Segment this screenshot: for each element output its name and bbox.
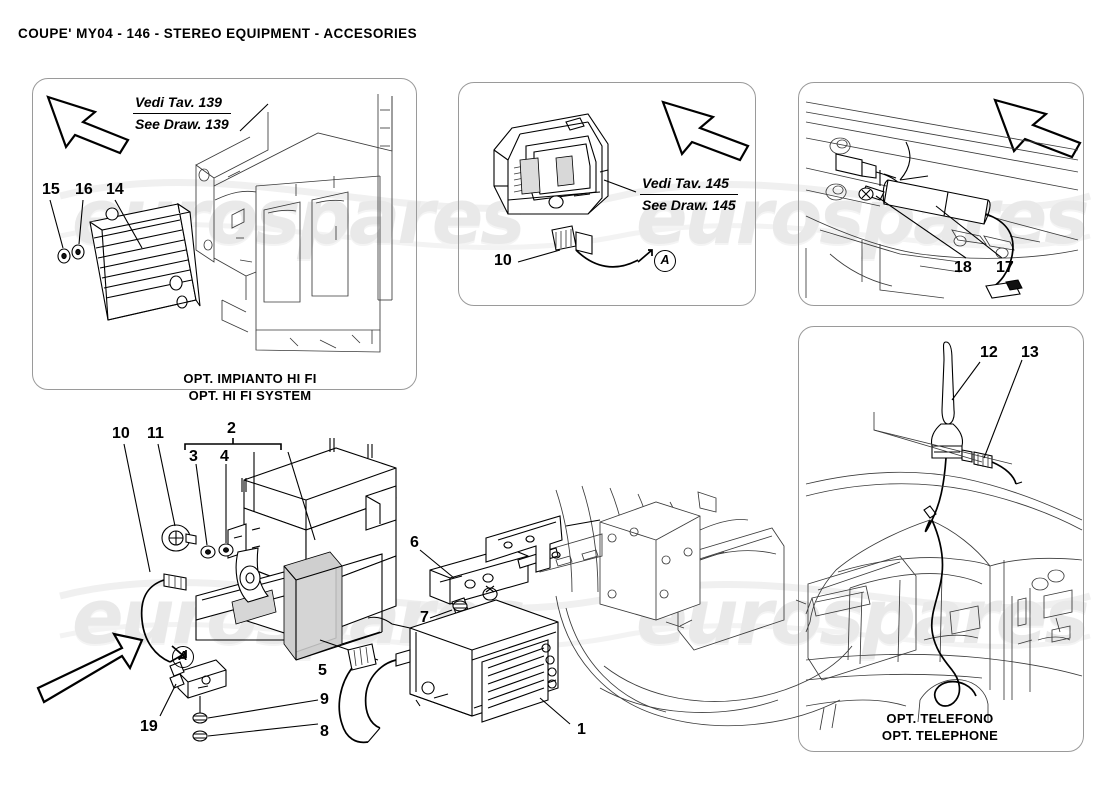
group-bracket-2 <box>184 443 282 450</box>
grommet-part <box>161 524 197 552</box>
caption-hifi: OPT. IMPIANTO HI FI OPT. HI FI SYSTEM <box>110 370 390 404</box>
leader-8 <box>207 723 319 737</box>
caption-telephone: OPT. TELEFONO OPT. TELEPHONE <box>820 710 1060 744</box>
callout-15: 15 <box>42 181 60 198</box>
caption-telephone-en: OPT. TELEPHONE <box>881 728 999 743</box>
direction-arrow-icon <box>661 100 750 162</box>
callout-1: 1 <box>577 721 586 738</box>
head-unit-harness <box>517 225 639 268</box>
reference-note-it: Vedi Tav. 139 <box>133 93 231 114</box>
panel-headunit <box>458 82 756 306</box>
callout-7: 7 <box>420 609 429 626</box>
panel-amplifier <box>798 82 1084 306</box>
direction-arrow-icon <box>46 95 130 155</box>
callout-5: 5 <box>318 662 327 679</box>
callout-4: 4 <box>220 448 229 465</box>
mounting-plate <box>429 515 601 619</box>
callout-16: 16 <box>75 181 93 198</box>
panel-telephone <box>798 326 1084 752</box>
callout-18: 18 <box>954 259 972 276</box>
page-title: COUPE' MY04 - 146 - STEREO EQUIPMENT - A… <box>18 26 418 41</box>
cd-changer-unit <box>338 599 559 744</box>
reference-note-139: Vedi Tav. 139 See Draw. 139 <box>133 93 231 134</box>
mounting-foot <box>159 659 319 742</box>
antenna-cable <box>930 519 977 707</box>
leader-18 <box>875 195 967 259</box>
callout-13: 13 <box>1021 344 1039 361</box>
callout-8: 8 <box>320 723 329 740</box>
leader-6 <box>419 549 455 579</box>
reference-note-it: Vedi Tav. 145 <box>640 174 738 195</box>
callout-6: 6 <box>410 534 419 551</box>
callout-11: 11 <box>147 425 164 442</box>
leader-7 <box>429 609 453 619</box>
reference-note-en: See Draw. 139 <box>135 116 229 132</box>
callout-2: 2 <box>227 420 236 437</box>
callout-10-main: 10 <box>112 425 130 442</box>
caption-hifi-it: OPT. IMPIANTO HI FI <box>183 371 317 386</box>
leader-11 <box>157 443 176 527</box>
marker-a: A <box>654 250 676 272</box>
reference-note-en: See Draw. 145 <box>642 197 736 213</box>
callout-3: 3 <box>189 448 198 465</box>
leader-19 <box>159 683 177 717</box>
leader-3 <box>195 463 208 546</box>
reference-note-145: Vedi Tav. 145 See Draw. 145 <box>640 174 738 215</box>
leader-15 <box>49 199 64 249</box>
telephone-antenna-part <box>924 341 1023 533</box>
marker-a-main: A <box>172 646 194 668</box>
caption-telephone-it: OPT. TELEFONO <box>886 711 994 726</box>
flow-arrow-icon <box>637 249 653 263</box>
callout-9: 9 <box>320 691 329 708</box>
callout-17: 17 <box>996 259 1014 276</box>
amplifier-screw <box>858 170 897 201</box>
leader-14 <box>114 199 143 249</box>
insulation-block <box>283 551 383 661</box>
hifi-fasteners <box>57 244 85 264</box>
leader-12 <box>951 361 981 401</box>
leader-17 <box>935 205 1003 259</box>
chassis-bracket <box>539 501 749 621</box>
callout-10-headunit: 10 <box>494 252 512 269</box>
washer-set <box>200 543 234 559</box>
callout-14: 14 <box>106 181 124 198</box>
hifi-amplifier-part <box>89 202 201 321</box>
callout-19: 19 <box>140 718 158 735</box>
caption-hifi-en: OPT. HI FI SYSTEM <box>188 388 312 403</box>
head-unit-part <box>493 113 609 215</box>
antenna-amplifier-part <box>882 179 1023 299</box>
callout-12: 12 <box>980 344 998 361</box>
leader-16 <box>78 199 84 245</box>
leader-1 <box>539 697 571 725</box>
leader-9 <box>207 699 319 719</box>
direction-arrow-icon <box>36 632 144 704</box>
panel-hifi <box>32 78 417 390</box>
leader-10 <box>123 443 151 573</box>
leader-13 <box>983 359 1023 459</box>
